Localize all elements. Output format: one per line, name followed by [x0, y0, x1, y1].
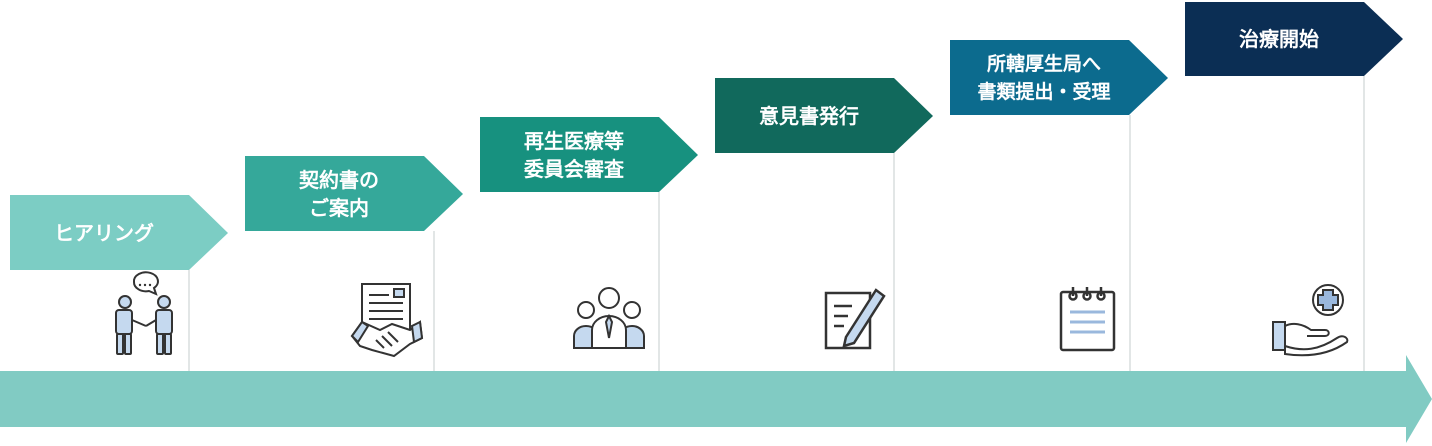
- step-label-1: ヒアリング: [10, 195, 198, 270]
- step-arrow-5: [950, 40, 1168, 115]
- step-arrow-4: [715, 78, 933, 153]
- step-label-4: 意見書発行: [715, 78, 903, 153]
- step-2-line-1: 契約書の: [299, 167, 379, 192]
- step-label-2: 契約書の ご案内: [245, 156, 433, 231]
- step-5-line-2: 書類提出・受理: [977, 80, 1111, 103]
- step-arrow-3: [480, 117, 698, 192]
- step-5-line-1: 所轄厚生局へ: [986, 52, 1101, 75]
- step-6-line-1: 治療開始: [1239, 27, 1319, 51]
- writing-document-icon: [824, 288, 886, 350]
- contract-handshake-icon: [350, 283, 424, 358]
- step-arrow-1: [10, 195, 228, 270]
- step-1-line-1: ヒアリング: [54, 220, 154, 245]
- step-4-line-1: 意見書発行: [759, 103, 859, 128]
- step-3-line-1: 再生医療等: [524, 128, 624, 153]
- step-2-line-2: ご案内: [309, 195, 369, 220]
- notepad-icon: [1059, 287, 1116, 352]
- medical-care-hand-icon: [1272, 284, 1349, 357]
- step-label-6: 治療開始: [1185, 2, 1373, 76]
- timeline-arrow: [0, 355, 1432, 443]
- step-arrow-2: [245, 156, 463, 231]
- step-arrow-6: [1185, 2, 1403, 76]
- step-label-5: 所轄厚生局へ 書類提出・受理: [950, 40, 1138, 115]
- step-3-line-2: 委員会審査: [524, 156, 624, 181]
- step-label-3: 再生医療等 委員会審査: [480, 117, 668, 192]
- committee-group-icon: [573, 287, 645, 349]
- consultation-people-icon: [115, 271, 173, 355]
